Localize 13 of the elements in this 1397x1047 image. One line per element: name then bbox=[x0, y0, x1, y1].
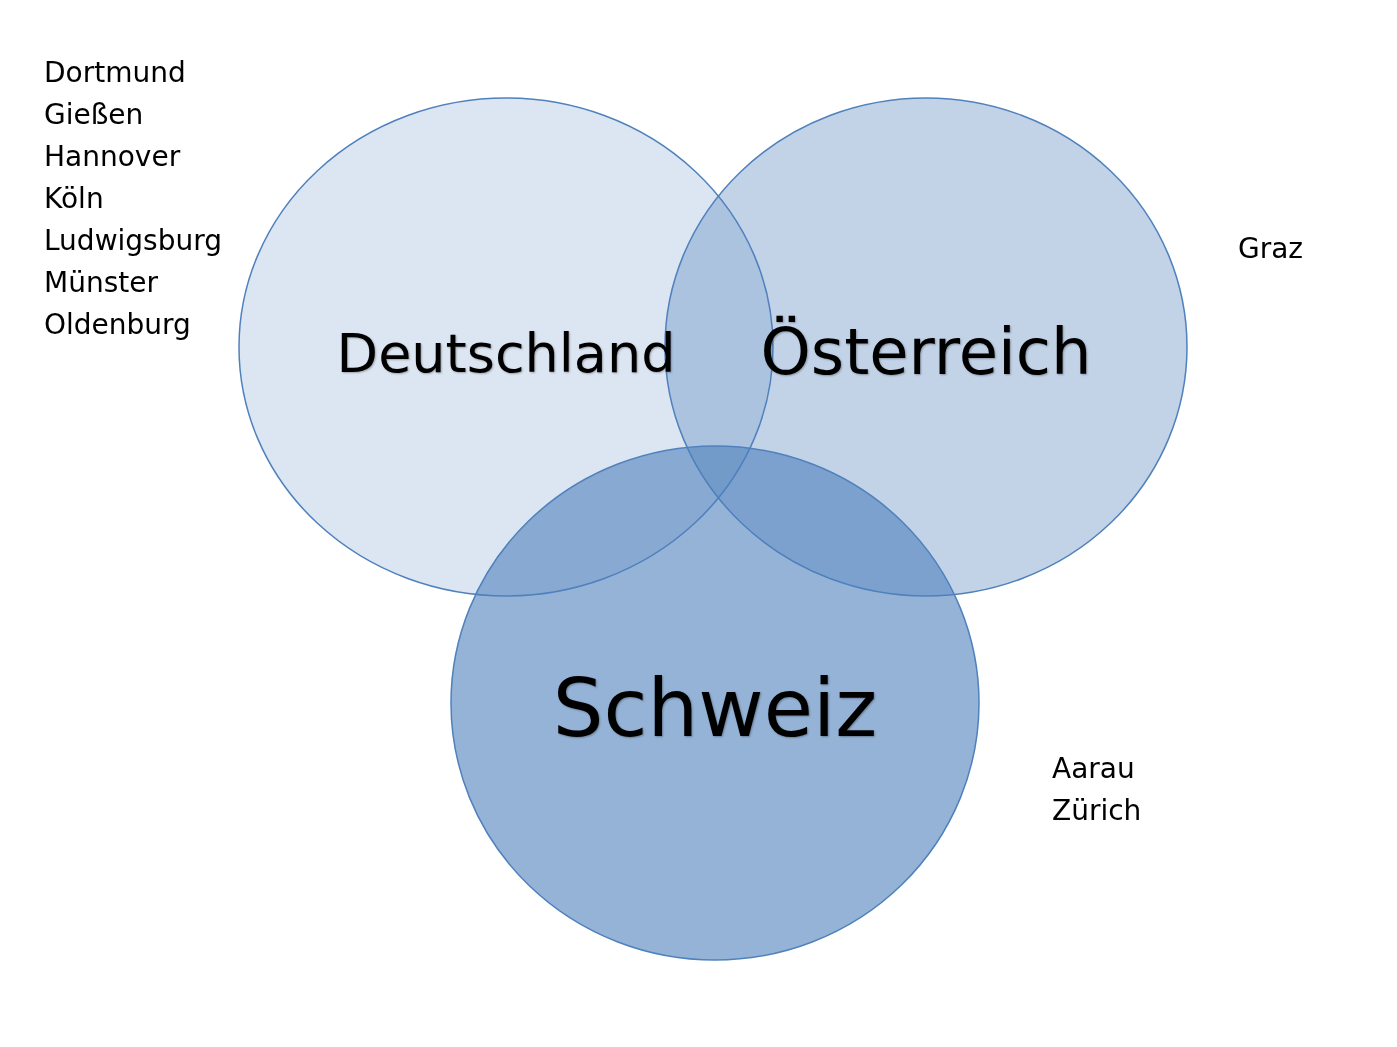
circle-label: Deutschland bbox=[336, 321, 676, 385]
city-name: Oldenburg bbox=[44, 307, 191, 343]
city-name: Aarau bbox=[1052, 751, 1135, 787]
city-name: Gießen bbox=[44, 97, 144, 133]
city-name: Hannover bbox=[44, 139, 181, 175]
city-name: Münster bbox=[44, 265, 158, 301]
circle-label: Schweiz bbox=[552, 662, 878, 756]
circle-label: Österreich bbox=[760, 315, 1092, 390]
city-name: Dortmund bbox=[44, 55, 186, 91]
city-name: Ludwigsburg bbox=[44, 223, 222, 259]
city-name: Köln bbox=[44, 181, 104, 217]
city-name: Graz bbox=[1238, 231, 1304, 267]
city-name: Zürich bbox=[1052, 793, 1142, 829]
